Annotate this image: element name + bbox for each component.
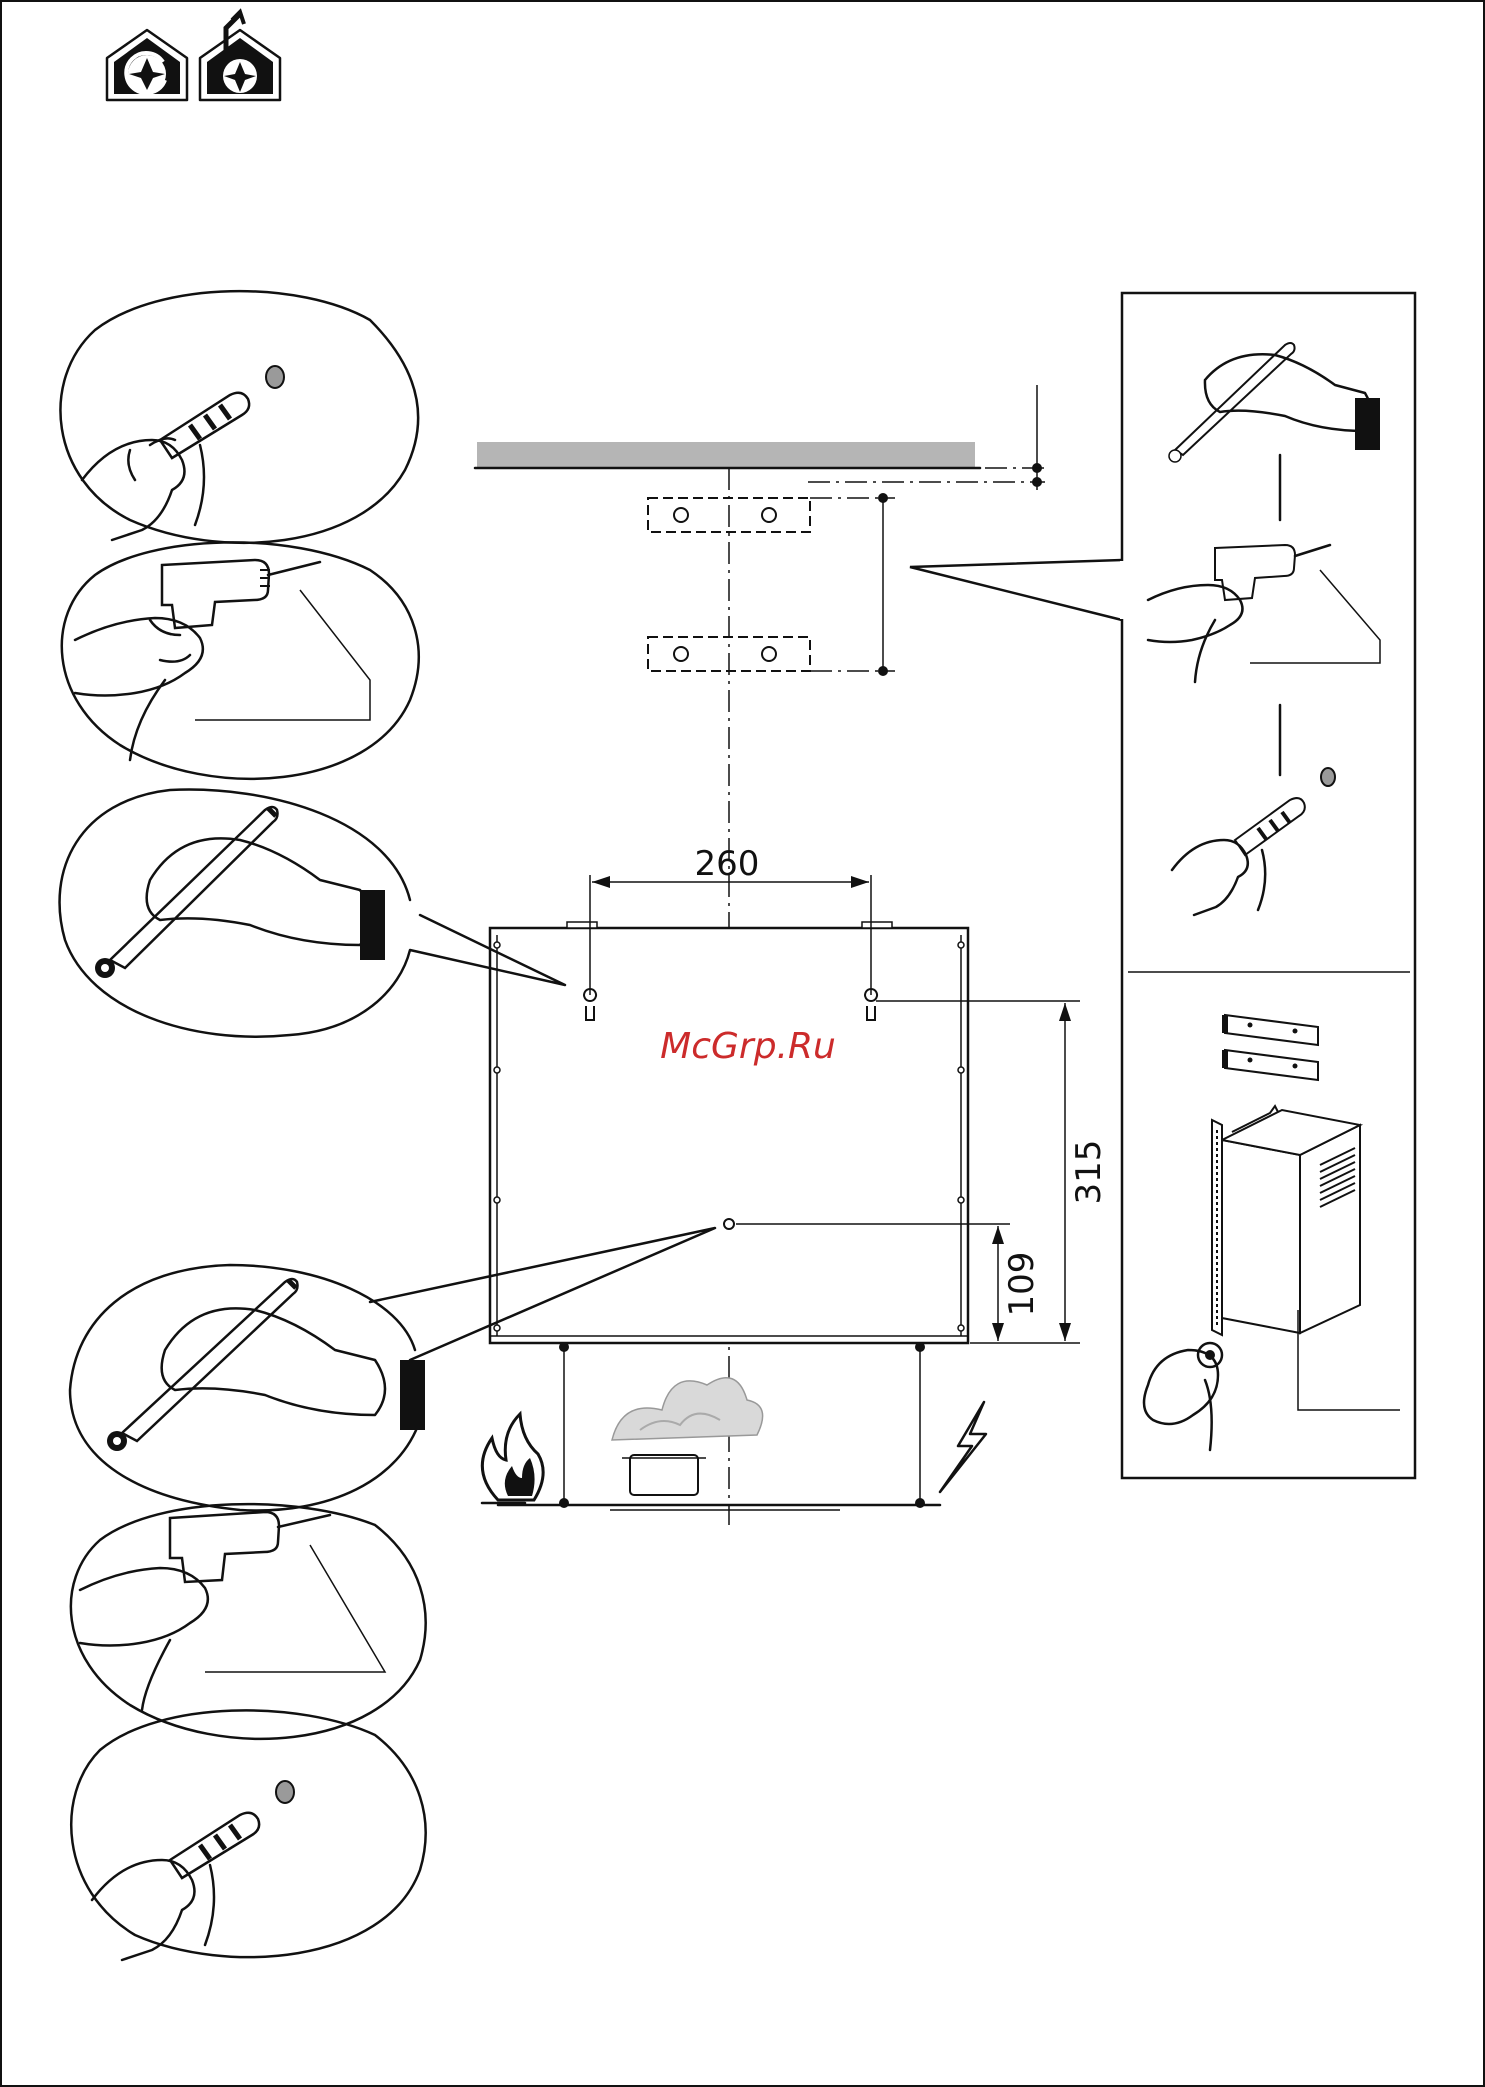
drill-icon bbox=[142, 1512, 330, 1710]
extraction-mode-icon bbox=[200, 12, 280, 100]
ceiling-offset-dimension bbox=[808, 385, 1045, 490]
height-109-label: 109 bbox=[1002, 1252, 1042, 1317]
recirculation-mode-icon bbox=[107, 30, 187, 100]
height-315-label: 315 bbox=[1069, 1140, 1109, 1205]
width-dimension-label: 260 bbox=[695, 844, 760, 884]
step-mark-circle-bottom bbox=[70, 1228, 715, 1510]
pencil-icon bbox=[95, 807, 278, 978]
hand-icon bbox=[92, 1860, 214, 1960]
drill-icon bbox=[130, 560, 320, 760]
step-insert-plug-circle-top bbox=[60, 291, 418, 543]
center-screw-hole bbox=[724, 1219, 734, 1229]
step-drill-circle-bottom bbox=[71, 1504, 426, 1739]
step-insert-plug-circle-bottom bbox=[71, 1710, 425, 1960]
cooking-pot-icon bbox=[612, 1378, 763, 1495]
hand-icon bbox=[75, 618, 203, 696]
pencil-icon bbox=[107, 1279, 298, 1451]
step-drill-circle-top bbox=[62, 542, 419, 778]
gas-hob-flame-icon bbox=[482, 1414, 543, 1503]
bracket-spacing-dimension bbox=[810, 493, 895, 676]
watermark-text: McGrp.Ru bbox=[660, 1026, 836, 1067]
electric-hob-bolt-icon bbox=[940, 1402, 986, 1492]
ceiling bbox=[475, 442, 980, 468]
